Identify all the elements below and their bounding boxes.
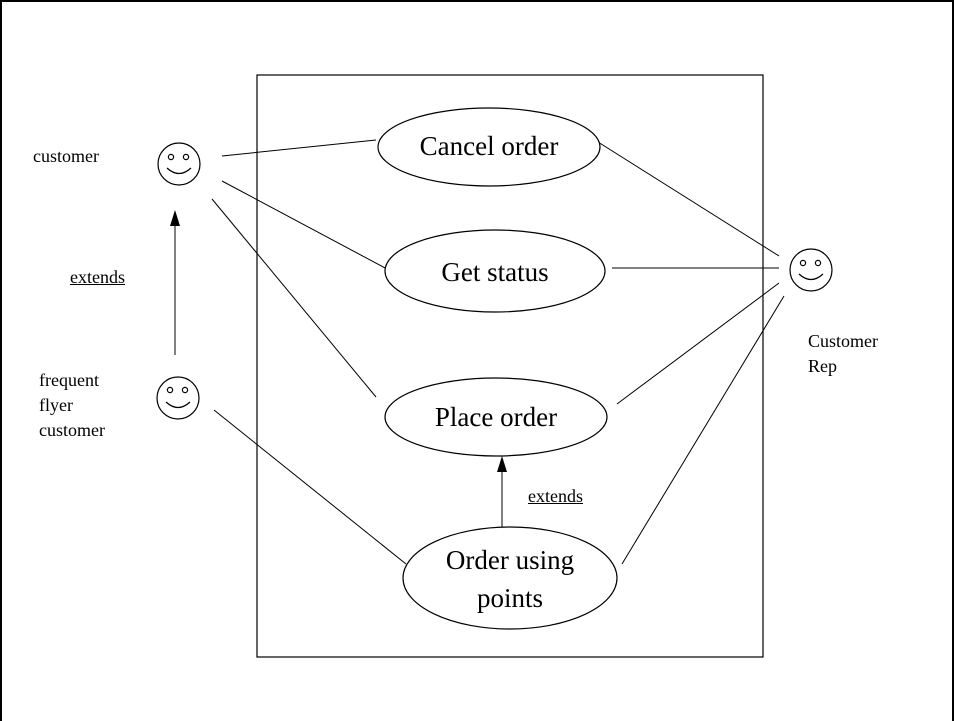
use-case-get-status-label: Get status bbox=[441, 257, 549, 287]
actor-customer-icon bbox=[157, 142, 201, 186]
actor-customer-rep-label-line1: Customer bbox=[808, 331, 878, 351]
use-case-place-order-ellipse bbox=[384, 377, 608, 457]
actor-customer-label: customer bbox=[33, 146, 99, 166]
system-boundary bbox=[256, 74, 764, 658]
actor-frequent-flyer-label-line3: customer bbox=[39, 420, 105, 440]
association-lines bbox=[211, 139, 785, 565]
use-case-cancel-order-ellipse bbox=[377, 107, 601, 187]
actor-customer-rep-icon bbox=[789, 248, 833, 292]
extends-label-use-case: extends bbox=[528, 486, 583, 506]
extends-arrows bbox=[170, 210, 507, 532]
assoc-customer-cancel bbox=[221, 139, 377, 157]
assoc-points-rep bbox=[621, 295, 785, 565]
assoc-place-rep bbox=[616, 282, 780, 405]
use-case-order-points-label-line1: Order using bbox=[445, 545, 575, 575]
extends-arrow-actor-head bbox=[170, 210, 180, 226]
use-case-ellipses bbox=[377, 107, 618, 630]
actor-frequent-flyer-label-line1: frequent bbox=[39, 370, 99, 390]
assoc-cancel-rep bbox=[597, 141, 780, 257]
use-case-order-points-ellipse bbox=[402, 526, 618, 630]
actor-frequent-flyer-label-line2: flyer bbox=[39, 395, 73, 415]
use-case-get-status-ellipse bbox=[384, 229, 606, 313]
assoc-frequent-points bbox=[213, 409, 407, 565]
actor-frequent-flyer-icon bbox=[156, 376, 200, 420]
assoc-customer-status bbox=[221, 180, 388, 270]
actor-customer-rep-label-line2: Rep bbox=[808, 356, 837, 376]
use-case-cancel-order-label: Cancel order bbox=[419, 131, 559, 161]
extends-arrow-usecase-head bbox=[497, 456, 507, 472]
use-case-order-points-label-line2: points bbox=[476, 583, 543, 613]
assoc-customer-place bbox=[211, 198, 377, 398]
extends-label-actor: extends bbox=[70, 267, 125, 287]
use-case-place-order-label: Place order bbox=[434, 402, 558, 432]
